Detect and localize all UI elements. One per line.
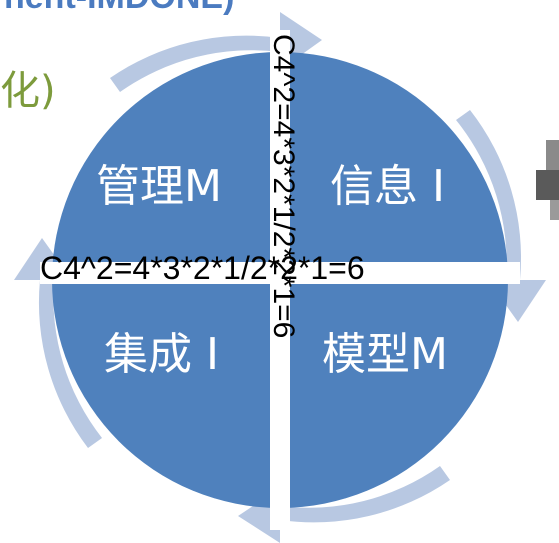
quadrant-information: 信息 I — [330, 161, 445, 212]
side-text: 化) — [0, 68, 56, 114]
quadrant-integration: 集成 I — [104, 329, 219, 380]
vertical-formula: C4^2=4*3*2*1/2*2*1=6 — [267, 34, 300, 339]
ring-arrow-top — [110, 12, 322, 92]
horizontal-formula: C4^2=4*3*2*1/2*2*1=6 — [40, 250, 365, 286]
quadrant-management: 管理M — [96, 161, 222, 212]
decorative-photo — [536, 60, 559, 220]
quadrant-model: 模型M — [322, 329, 448, 380]
ring-arrow-bottom — [238, 466, 450, 543]
ring-arrow-right — [456, 110, 546, 322]
horizontal-divider — [40, 262, 520, 284]
slide-title: nent-IMDONE) — [0, 0, 559, 17]
